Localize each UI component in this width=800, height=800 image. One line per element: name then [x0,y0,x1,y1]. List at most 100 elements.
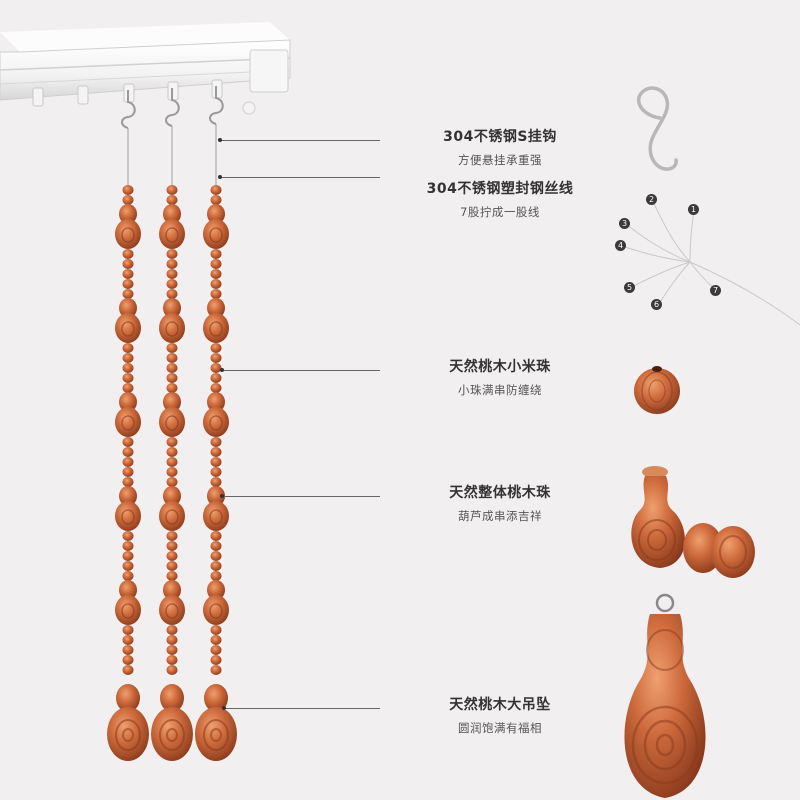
gourd-grain [165,603,179,619]
gourd-bead-image [631,466,755,578]
feature-subtitle: 方便悬挂承重强 [458,153,542,167]
gourd-grain [209,321,223,337]
small-bead [166,437,178,447]
pendant-top [204,684,228,712]
gourd-bottom [159,595,185,625]
gourd-top [119,486,137,506]
gourd-top [207,580,225,600]
small-bead [166,477,178,487]
wire-strand-number: 1 [688,204,699,215]
gourd-grain [165,321,179,337]
small-bead [122,353,134,363]
small-bead [122,665,134,675]
gourd-top [207,486,225,506]
gourd-grain [209,227,223,243]
small-bead [122,447,134,457]
gourd-bottom [203,407,229,437]
small-bead [166,363,178,373]
leader-line-small-bead [222,370,380,371]
gourd-grain [121,415,135,431]
gourd-bottom [159,219,185,249]
small-bead [210,373,222,383]
small-bead [122,531,134,541]
small-bead [210,249,222,259]
leader-dot-gourd-bead [220,494,224,498]
feature-label-small-bead: 天然桃木小米珠 小珠满串防缠绕 [400,356,600,398]
leader-line-wire [220,177,380,178]
small-bead [210,561,222,571]
wire-strand-number: 3 [619,218,630,229]
pendant-top [160,684,184,712]
small-bead [166,457,178,467]
gourd-bottom [159,407,185,437]
gourd-top [163,204,181,224]
gourd-grain [165,227,179,243]
small-bead [210,655,222,665]
feature-subtitle: 7股拧成一股线 [460,205,540,219]
pendant-bottom [195,707,237,761]
small-bead [122,383,134,393]
small-bead [166,289,178,299]
small-bead [122,645,134,655]
feature-subtitle: 圆润饱满有福相 [458,721,542,735]
small-bead [166,353,178,363]
gourd-bottom [203,219,229,249]
small-bead [166,383,178,393]
small-bead [166,269,178,279]
small-bead [210,343,222,353]
feature-title: 304不锈钢S挂钩 [443,129,557,145]
small-bead [122,185,134,195]
gourd-grain [121,227,135,243]
small-bead [210,437,222,447]
small-bead [166,279,178,289]
small-bead [122,625,134,635]
small-bead [166,195,178,205]
small-bead [166,551,178,561]
gourd-top [207,392,225,412]
gourd-bottom [159,313,185,343]
feature-label-hook: 304不锈钢S挂钩 方便悬挂承重强 [400,126,600,168]
small-bead [166,655,178,665]
small-bead [210,665,222,675]
small-bead [210,289,222,299]
small-bead [210,467,222,477]
small-bead [166,561,178,571]
wire-strand-number: 5 [624,282,635,293]
leader-line-hook [220,140,380,141]
small-bead [166,645,178,655]
small-bead [122,363,134,373]
small-bead [122,343,134,353]
small-bead [166,571,178,581]
gourd-grain [121,603,135,619]
gourd-bottom [203,313,229,343]
feature-label-wire: 304不锈钢塑封钢丝线 7股拧成一股线 [400,178,600,220]
small-bead [210,279,222,289]
small-bead [166,185,178,195]
small-bead [122,289,134,299]
feature-title: 天然整体桃木珠 [449,485,551,501]
gourd-grain [209,415,223,431]
leader-line-pendant [224,708,380,709]
gourd-bottom [115,219,141,249]
wire-strands-image [621,199,800,326]
pendant-grain [203,719,229,751]
gourd-grain [165,509,179,525]
gourd-top [163,486,181,506]
wire-strand-number: 2 [646,194,657,205]
small-bead [122,437,134,447]
pendant-grain [115,719,141,751]
gourd-bottom [115,501,141,531]
leader-dot-pendant [222,706,226,710]
wire-strand-number: 7 [710,285,721,296]
pendant-grain [122,728,134,742]
small-bead [166,625,178,635]
gourd-top [119,298,137,318]
small-bead [210,383,222,393]
s-hook [209,86,224,125]
small-bead [210,635,222,645]
pendant-grain [210,728,222,742]
feature-label-gourd-bead: 天然整体桃木珠 葫芦成串添吉祥 [400,482,600,524]
s-hook-image [637,86,678,171]
small-bead [122,373,134,383]
pendant-grain [166,728,178,742]
